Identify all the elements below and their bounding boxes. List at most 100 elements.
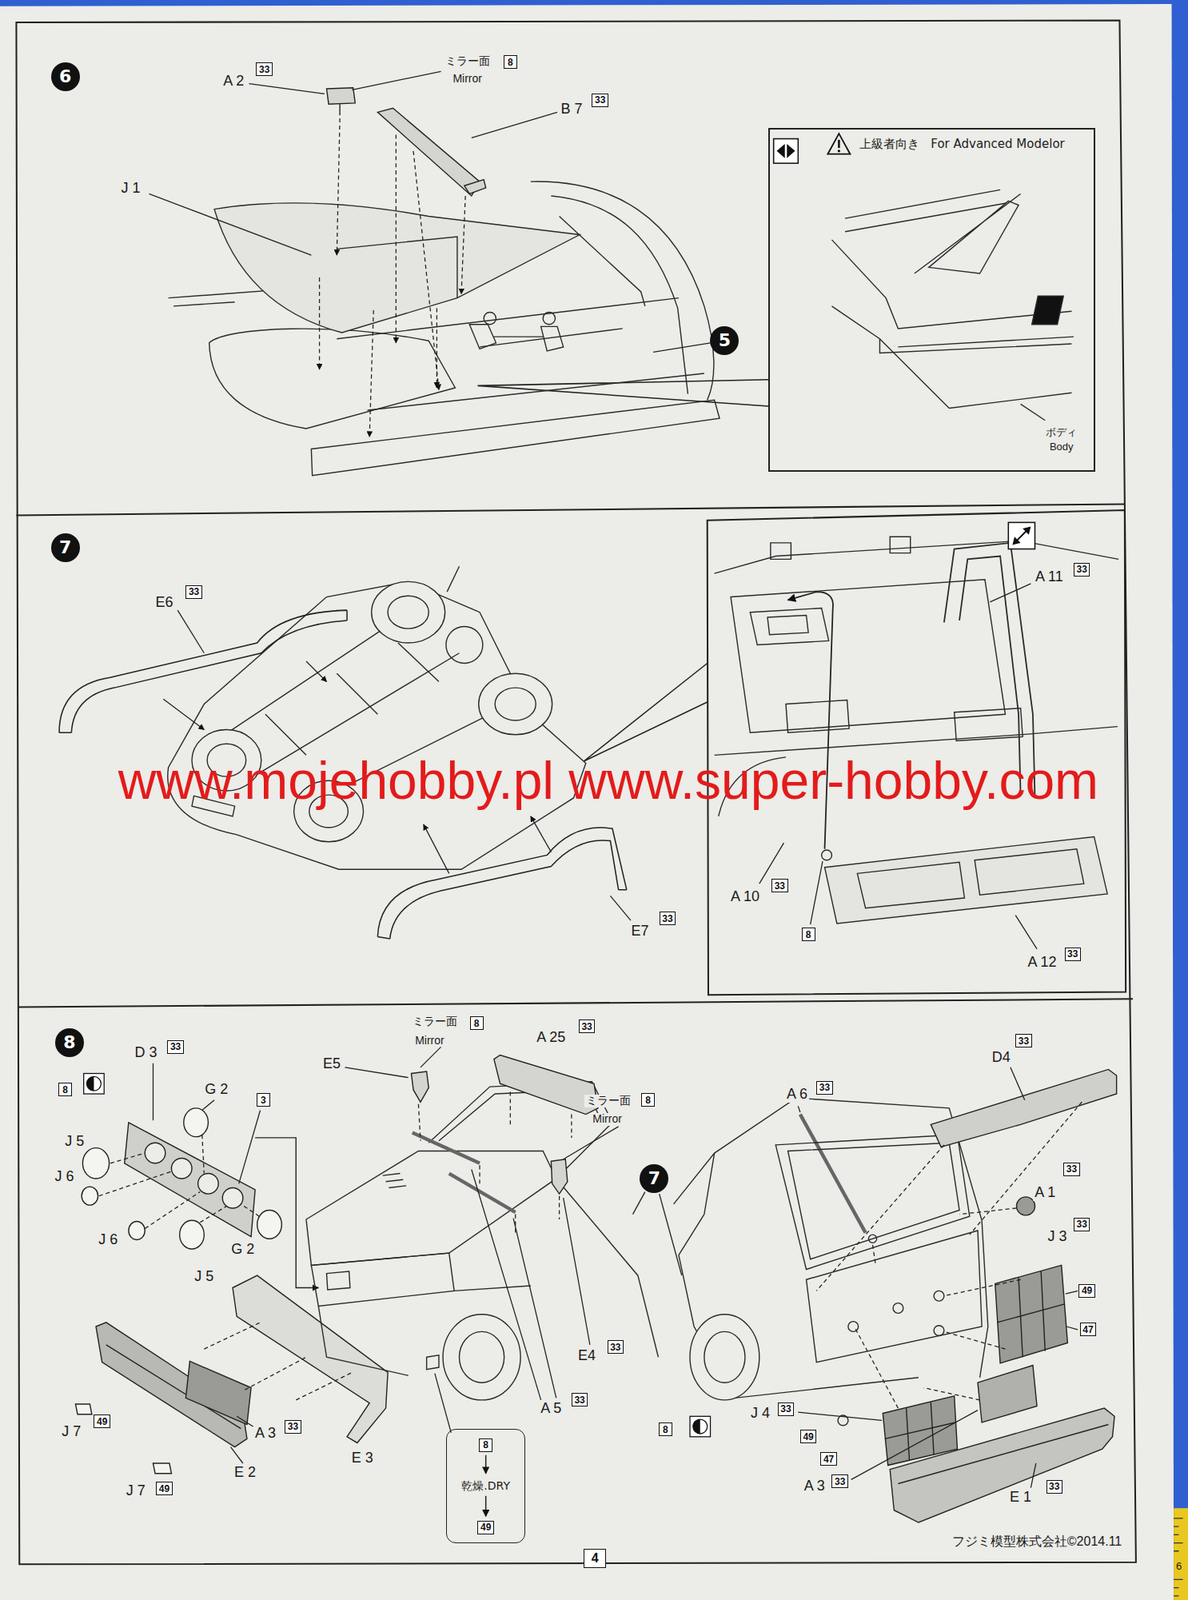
fit-arrow bbox=[306, 661, 327, 682]
paint-code: 8 bbox=[58, 1082, 72, 1097]
tail-light-part bbox=[889, 1407, 1115, 1523]
ruler-number: 6 bbox=[1174, 1560, 1184, 1572]
paint-number: 33 bbox=[1076, 1218, 1088, 1230]
paint-number: 33 bbox=[170, 1040, 181, 1053]
front-car-drawing bbox=[382, 1173, 407, 1188]
part-label: G 2 bbox=[203, 1081, 230, 1098]
leader-line bbox=[810, 861, 823, 925]
hatch-detail bbox=[714, 540, 1120, 574]
leader-line bbox=[202, 1100, 215, 1111]
paint-code: 8 bbox=[801, 927, 816, 941]
fit-line bbox=[558, 1195, 560, 1220]
paint-code: 47 bbox=[820, 1451, 837, 1466]
underside-drawing bbox=[494, 687, 536, 721]
step-number: 7 bbox=[639, 1164, 669, 1193]
fit-line bbox=[203, 1322, 260, 1349]
part-label: J 4 bbox=[749, 1405, 772, 1422]
leader-line bbox=[351, 71, 441, 90]
paint-code: 49 bbox=[1078, 1283, 1095, 1298]
front-car-drawing bbox=[556, 1178, 659, 1357]
paint-code: 33 bbox=[571, 1392, 588, 1407]
underside-drawing bbox=[446, 566, 459, 592]
paint-code: 49 bbox=[155, 1481, 172, 1495]
part-label: A 1 bbox=[1032, 1184, 1057, 1201]
paint-number: 8 bbox=[482, 1439, 489, 1451]
advanced-detail bbox=[831, 239, 1074, 409]
paint-code: 33 bbox=[607, 1339, 624, 1354]
bumper-part bbox=[75, 1275, 388, 1474]
fit-line bbox=[944, 1279, 1021, 1296]
paint-code: 33 bbox=[1073, 562, 1090, 577]
hatch-detail bbox=[730, 579, 1005, 733]
part-label: D4 bbox=[990, 1049, 1013, 1066]
advanced-detail bbox=[1020, 403, 1046, 420]
fit-arrow bbox=[436, 307, 438, 388]
mirror-note: Mirror bbox=[413, 1034, 447, 1047]
fit-line bbox=[873, 1244, 877, 1266]
leader-line bbox=[563, 1126, 619, 1160]
rear-body-drawing bbox=[559, 216, 646, 307]
fit-line bbox=[969, 1101, 1082, 1235]
rear-car-drawing bbox=[704, 1331, 746, 1383]
part-label: A 6 bbox=[785, 1086, 810, 1103]
paint-code: 8 bbox=[641, 1092, 655, 1107]
paint-code: 33 bbox=[1046, 1479, 1063, 1494]
panel-frame bbox=[18, 998, 1133, 1007]
hatch-detail bbox=[749, 608, 829, 646]
leader-line bbox=[609, 895, 631, 921]
paint-code: 33 bbox=[659, 911, 676, 925]
part-label: E5 bbox=[321, 1056, 343, 1073]
part-label: A 12 bbox=[1025, 954, 1058, 971]
fit-icon bbox=[1012, 526, 1031, 545]
rear-body-drawing bbox=[550, 195, 688, 395]
paint-number: 33 bbox=[188, 586, 200, 598]
tail-light-part bbox=[897, 1424, 1109, 1484]
rear-body-drawing bbox=[530, 181, 714, 400]
step-digit: 6 bbox=[59, 67, 72, 86]
front-car-drawing bbox=[458, 1331, 504, 1383]
step-number: 5 bbox=[709, 326, 739, 355]
paint-code: 49 bbox=[93, 1414, 110, 1428]
paint-number: 49 bbox=[802, 1431, 814, 1443]
bumper-part bbox=[152, 1463, 172, 1474]
paint-number: 8 bbox=[645, 1094, 651, 1106]
advanced-detail bbox=[879, 338, 1072, 354]
page-digit: 4 bbox=[591, 1551, 599, 1565]
rear-car-drawing bbox=[633, 1097, 989, 1426]
part-label: A 3 bbox=[253, 1425, 278, 1442]
footer-note: フジミ模型株式会社©2014.11 bbox=[950, 1534, 1124, 1549]
leader-line bbox=[177, 609, 204, 654]
paint-icon bbox=[87, 1076, 95, 1091]
wiper-part bbox=[412, 1114, 866, 1233]
part-label: J 7 bbox=[59, 1423, 83, 1440]
paint-number: 33 bbox=[287, 1420, 299, 1432]
front-car-drawing bbox=[326, 1271, 351, 1290]
leader-line bbox=[152, 1063, 154, 1121]
mirror-part bbox=[494, 1055, 598, 1115]
paint-icon bbox=[87, 1076, 102, 1091]
parcel-shelf bbox=[214, 203, 580, 333]
advanced-detail bbox=[914, 193, 1021, 274]
advanced-icon bbox=[837, 149, 841, 152]
part-label: J 7 bbox=[124, 1483, 148, 1499]
fit-line bbox=[418, 1104, 421, 1141]
advanced-inset: 上級者向きFor Advanced Modelor bbox=[768, 127, 1096, 472]
paint-code: 8 bbox=[503, 55, 518, 69]
part-label: D 3 bbox=[133, 1044, 160, 1061]
leader-line bbox=[420, 1046, 442, 1068]
leader-line bbox=[797, 1411, 882, 1420]
paint-code: 33 bbox=[1073, 1217, 1090, 1232]
rear-car-drawing bbox=[788, 1142, 960, 1259]
paint-code: 3 bbox=[256, 1092, 271, 1107]
paint-number: 49 bbox=[1081, 1284, 1093, 1296]
hatch-detail bbox=[785, 699, 1023, 741]
paint-code: 33 bbox=[777, 1402, 794, 1416]
grille-part bbox=[124, 1122, 256, 1237]
mirror-part bbox=[338, 103, 340, 116]
advanced-detail bbox=[831, 189, 1074, 420]
lamp-part bbox=[179, 1219, 205, 1249]
fit-icon bbox=[1008, 522, 1035, 549]
fit-arrow bbox=[369, 310, 374, 437]
rear-body-drawing bbox=[483, 312, 496, 325]
